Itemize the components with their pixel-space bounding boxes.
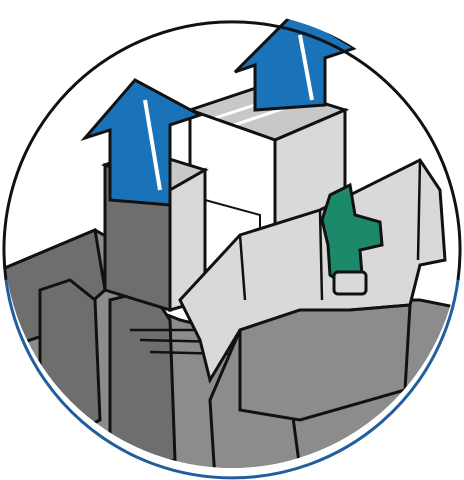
latch-base [334, 272, 366, 294]
housing-slot-mid [110, 290, 175, 470]
housing-slot-left [40, 280, 100, 440]
